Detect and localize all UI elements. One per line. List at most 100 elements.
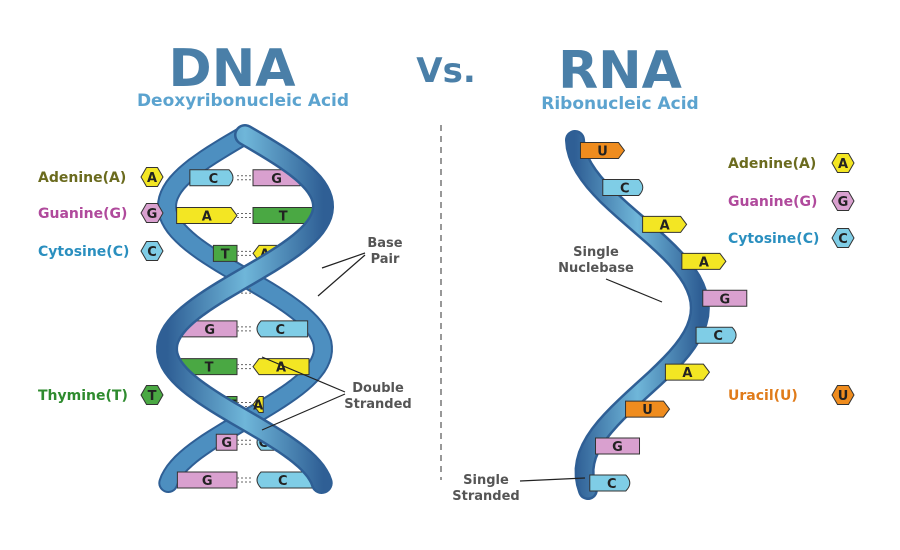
base-pair-annotation: Base Pair [317, 236, 403, 297]
nucleobase-letter: C [713, 329, 723, 344]
nucleobase-letter: C [276, 323, 286, 338]
rna-legend: Adenine(A) A Guanine(G) G Cytosine(C) C Uracil… [728, 153, 855, 405]
hexagon-t-icon [140, 385, 164, 405]
nucleobase-g [595, 437, 641, 455]
nucleobase-u [579, 142, 626, 159]
nucleobase-c [602, 178, 644, 196]
nucleobase-a [176, 207, 238, 225]
rna-title: RNA [558, 41, 682, 101]
legend-label-a: Adenine(A) [728, 156, 816, 172]
vs-label: Vs. [416, 51, 475, 91]
hexagon-c-icon [831, 228, 855, 248]
nucleobase-letter: C [607, 477, 617, 492]
rna-strand [565, 130, 710, 500]
single-nucleobase-pointer [605, 278, 663, 303]
legend-letter: C [838, 232, 848, 247]
legend-label-a: Adenine(A) [38, 170, 126, 186]
nucleobase-g [702, 289, 748, 307]
base-pair-pointer [317, 254, 366, 297]
rna-base: G [702, 289, 748, 307]
nucleobase-u [625, 400, 671, 418]
hexagon-a-icon [140, 167, 164, 187]
legend-letter: A [838, 157, 848, 172]
nucleobase-letter: C [278, 474, 288, 489]
hexagon-g-icon [140, 203, 164, 223]
double-stranded-pointer [261, 393, 346, 431]
single-nucleobase-label-line1: Single [573, 245, 619, 260]
nucleobase-letter: A [660, 218, 670, 233]
nucleobase-letter: C [259, 436, 269, 451]
single-stranded-label-line2: Stranded [452, 489, 519, 504]
dna-legend: Adenine(A)AGuanine(G)GCytosine(C)CThymin… [38, 167, 164, 405]
nucleobase-letter: A [253, 398, 263, 413]
legend-letter: C [147, 245, 157, 260]
nucleobase-c [256, 320, 309, 338]
nucleobase-letter: T [205, 361, 214, 376]
double-stranded-label-line2: Stranded [344, 397, 411, 412]
single-stranded-label-line1: Single [463, 473, 509, 488]
nucleobase-c [189, 169, 234, 187]
hexagon-a-icon [831, 153, 855, 173]
nucleobase-letter: G [204, 323, 215, 338]
nucleobase-letter: U [597, 145, 608, 160]
nucleobase-c [589, 474, 631, 492]
nucleobase-letter: A [276, 361, 286, 376]
nucleobase-letter: A [682, 366, 692, 381]
rna-base: A [642, 215, 688, 233]
dna-title: DNA [169, 39, 296, 99]
single-nucleobase-label-line2: Nuclebase [558, 261, 634, 276]
hexagon-u-icon [831, 385, 855, 405]
rna-base: A [681, 252, 727, 270]
hexagon-g-icon [831, 191, 855, 211]
base-pair-label-line2: Pair [371, 252, 400, 267]
nucleobase-a [681, 252, 727, 270]
dna-strand-front [158, 126, 332, 492]
rna-base: A [664, 363, 711, 381]
legend-label-c: Cytosine(C) [38, 244, 129, 260]
nucleobase-a [642, 215, 688, 233]
hexagon-c-icon [140, 241, 164, 261]
rna-subtitle: Ribonucleic Acid [541, 94, 698, 114]
legend-letter: A [147, 171, 157, 186]
nucleobase-letter: A [202, 210, 212, 225]
rna-base: C [695, 326, 737, 344]
legend-letter: G [147, 207, 158, 222]
nucleobase-g [215, 433, 238, 451]
nucleobase-letter: G [719, 292, 730, 307]
nucleobase-g [176, 471, 238, 489]
legend-label-u: Uracil(U) [728, 388, 798, 404]
rna-base: C [589, 474, 631, 492]
nucleobase-t [212, 244, 238, 262]
nucleobase-letter: G [202, 474, 213, 489]
base-pair-pointer [321, 252, 366, 269]
base-pair-label-line1: Base [367, 236, 402, 251]
rna-base: G [595, 437, 641, 455]
single-nucleobase-annotation: Single Nuclebase [558, 245, 663, 303]
single-stranded-annotation: Single Stranded [452, 473, 586, 504]
dna-subtitle: Deoxyribonucleic Acid [137, 91, 349, 111]
legend-label-g: Guanine(G) [728, 194, 817, 210]
legend-label-c: Cytosine(C) [728, 231, 819, 247]
nucleobase-letter: T [221, 247, 230, 262]
rna-base: U [579, 142, 626, 160]
single-stranded-pointer [519, 477, 586, 482]
nucleobase-letter: G [221, 436, 232, 451]
double-stranded-pointer [261, 356, 346, 393]
nucleobase-letter: U [642, 403, 653, 418]
dna-front-strand [156, 124, 335, 494]
rna-strand-body [567, 132, 708, 498]
double-stranded-annotation: Double Stranded [261, 356, 412, 431]
double-stranded-label-line1: Double [352, 381, 404, 396]
nucleobase-c [695, 326, 737, 344]
nucleobase-letter: G [612, 440, 623, 455]
legend-letter: G [838, 195, 849, 210]
rna-base: U [625, 400, 671, 418]
rna-base: C [602, 178, 644, 196]
rna-bases: U C A A G C A U G C [579, 142, 748, 492]
nucleobase-letter: C [209, 172, 219, 187]
